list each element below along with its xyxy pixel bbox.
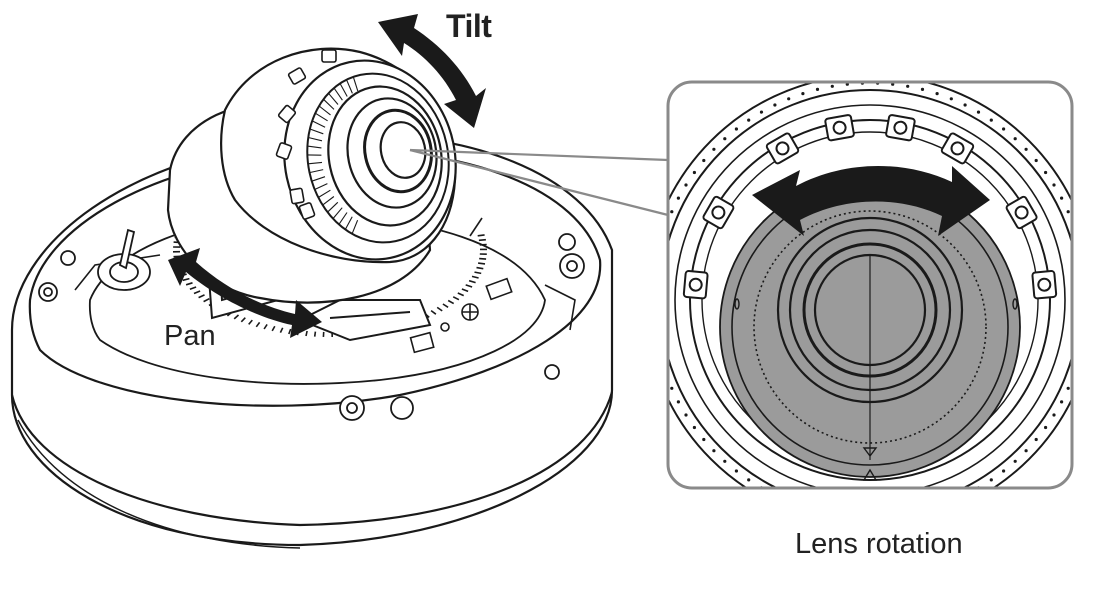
tilt-arrow [378,14,486,128]
lens-rotation-label: Lens rotation [795,528,963,560]
base-connectors [409,217,513,354]
leader-lines [409,148,669,217]
cable-gland [97,228,151,291]
detail-frame [666,80,1074,490]
pan-arrow [168,248,322,338]
camera-head [166,47,457,304]
head-lugs [275,49,337,220]
pan-label: Pan [164,320,216,352]
tilt-label: Tilt [446,8,492,44]
detail-mount-lugs [682,114,1058,300]
focus-ring-ribs [307,76,359,235]
base-screw-holes [38,233,585,421]
lens-detail-view [668,82,1072,488]
lens-rotation-arrow [752,165,990,236]
